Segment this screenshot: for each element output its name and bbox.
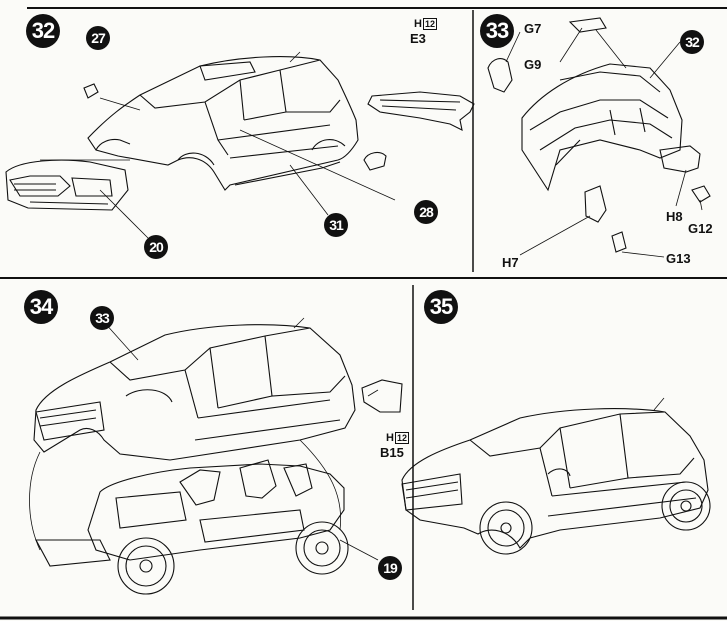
- part-number-19: 19: [378, 556, 402, 580]
- interior-frame: [521, 63, 683, 192]
- label-g13: G13: [666, 251, 691, 266]
- finished-front-wheel: [479, 501, 533, 555]
- part-27-piece: [83, 83, 99, 99]
- part-number-32-ref: 32: [680, 30, 704, 54]
- part-number-33: 33: [90, 306, 114, 330]
- label-h7: H7: [502, 255, 519, 270]
- part-number-31: 31: [324, 213, 348, 237]
- label-h8: H8: [666, 209, 683, 224]
- part-number-20: 20: [144, 235, 168, 259]
- label-g7: G7: [524, 21, 542, 36]
- mirror-g7: [487, 58, 513, 93]
- part-code-e3: E3: [410, 31, 426, 46]
- mirror-28: [363, 151, 387, 171]
- finished-car: [401, 408, 709, 549]
- car-body-31: [87, 56, 359, 191]
- part-code-b15: B15: [380, 445, 404, 460]
- label-g12: G12: [688, 221, 713, 236]
- wheels-front: [117, 537, 175, 595]
- spoiler-e3: [367, 91, 475, 131]
- step-number-32: 32: [26, 14, 60, 48]
- pillar-h7: [584, 185, 607, 223]
- finished-rear-wheel: [661, 481, 711, 531]
- step-number-35: 35: [424, 290, 458, 324]
- label-g9: G9: [524, 57, 542, 72]
- part-g12: [691, 185, 711, 203]
- step-number-33: 33: [480, 14, 514, 48]
- wheels-rear: [295, 521, 349, 575]
- part-number-27: 27: [86, 26, 110, 50]
- part-g13: [611, 231, 627, 253]
- upper-body-33: [33, 324, 356, 461]
- part-number-28: 28: [414, 200, 438, 224]
- front-bumper-20: [5, 159, 129, 211]
- step-number-34: 34: [24, 290, 58, 324]
- bracket-h8: [659, 145, 701, 173]
- visor-g9: [568, 17, 607, 33]
- part-b15: [361, 379, 403, 413]
